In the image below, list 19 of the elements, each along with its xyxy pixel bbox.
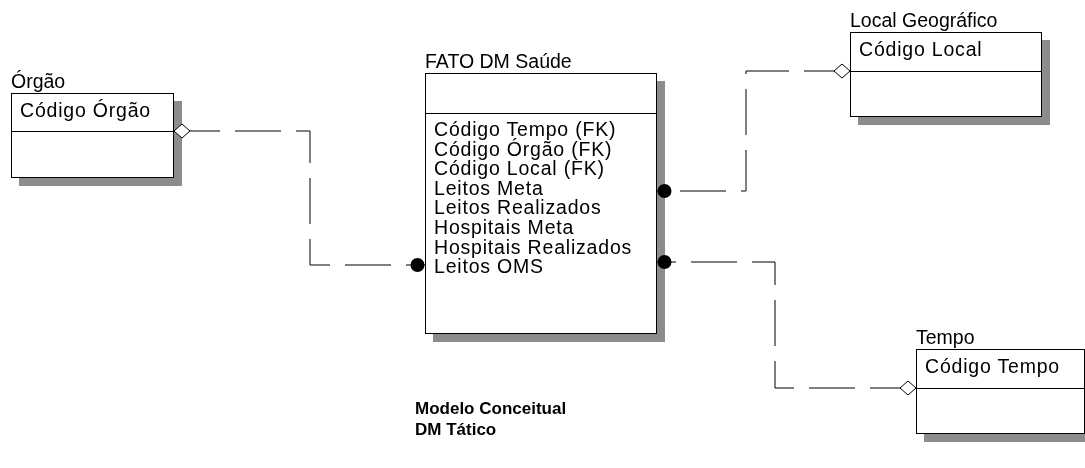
relationship-line (173, 123, 426, 272)
attribute: Código Órgão (FK) (434, 139, 613, 160)
attribute: Leitos OMS (434, 257, 544, 277)
primary-key-attribute: Código Local (859, 40, 983, 60)
attribute: Leitos Meta (434, 178, 544, 199)
entity-name: Local Geográfico (850, 10, 998, 30)
entity-name: Tempo (916, 327, 975, 347)
attribute: Código Tempo (FK) (434, 120, 617, 140)
attribute: Hospitais Meta (434, 218, 575, 238)
entity-name: FATO DM Saúde (425, 51, 572, 71)
entity-name: Órgão (11, 71, 66, 91)
attribute: Hospitais Realizados (434, 237, 633, 258)
relationship-line (656, 63, 851, 198)
caption: Modelo Conceitual DM Tático (415, 398, 568, 440)
primary-key-attribute: Código Órgão (20, 101, 151, 121)
primary-key-attribute: Código Tempo (925, 357, 1060, 377)
relationship-line (656, 255, 917, 396)
attribute: Leitos Realizados (434, 198, 602, 218)
attribute: Código Local (FK) (434, 159, 605, 179)
